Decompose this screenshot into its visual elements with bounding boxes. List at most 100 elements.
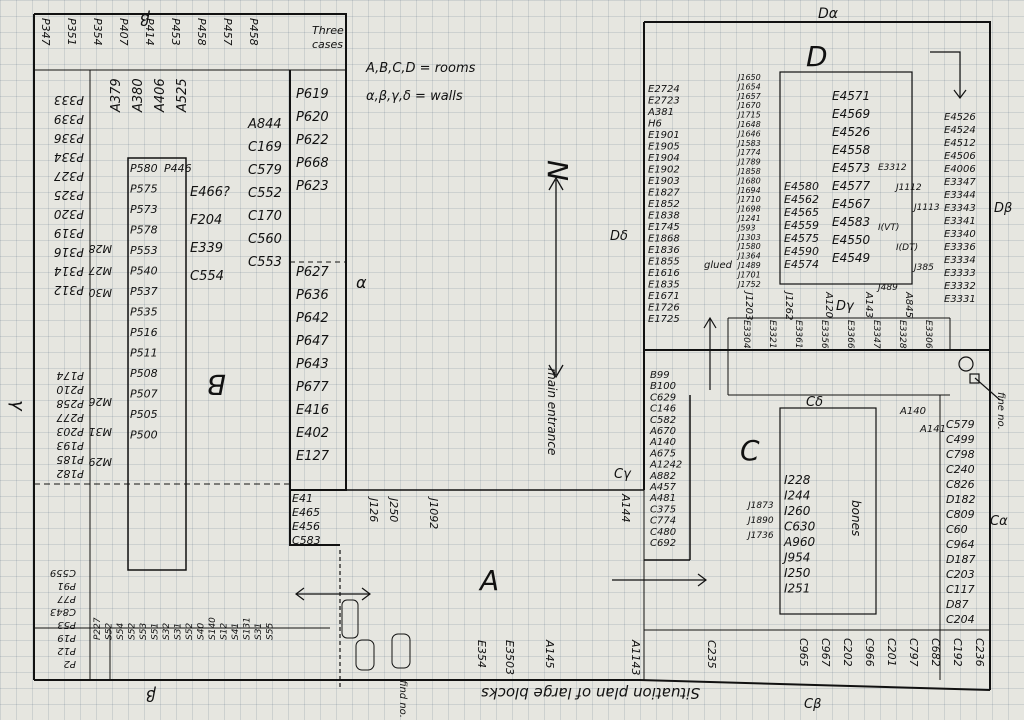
find-label: P2 [64,658,76,669]
find-label: P312 [54,283,84,297]
wall-d-alpha: Dα [818,6,839,22]
plan-title: Situation plan of large blocks [481,684,700,702]
legend-walls: α,β,γ,δ = walls [366,89,463,104]
wall-c-gamma: Cγ [614,467,632,482]
find-label: E4550 [832,233,870,247]
find-label: E4559 [784,219,819,232]
find-label: C203 [946,568,975,581]
find-label: P325 [54,188,84,202]
find-label: C117 [946,583,975,596]
find-label: P516 [130,326,158,339]
find-label: E3503 [503,640,516,675]
find-label: P677 [296,380,329,395]
find-label: E4569 [832,107,870,121]
find-label: E3366 [845,320,855,349]
find-label: E4590 [784,245,819,258]
find-label: P622 [296,133,329,148]
find-label: J1489 [736,261,761,270]
find-label: P636 [296,288,329,303]
stone-sketches [341,599,411,671]
find-label: M27 [89,264,113,277]
find-label: E354 [475,640,488,668]
find-label: C235 [705,640,718,669]
find-label: J1654 [736,82,761,91]
find-label: P578 [130,224,158,237]
find-label: P511 [130,347,158,360]
find-label: P458 [195,18,208,46]
find-label: I(VT) [878,223,899,233]
find-label: E3361 [793,320,803,349]
find-label: E4580 [784,180,819,193]
find-label: E3312 [878,163,907,173]
find-label: S55 [266,623,276,640]
wall-d-beta: Dβ [994,201,1012,216]
find-label: I251 [784,582,810,596]
room-d-label: D [806,40,828,73]
find-label: M28 [89,242,113,255]
wall-beta-bottom: β [146,686,157,705]
bones-note: bones [849,500,863,536]
find-label: J1262 [783,290,794,320]
find-label: P535 [130,306,158,319]
find-label: P182 [56,467,84,480]
find-label: P339 [54,112,84,126]
find-label: P537 [130,285,158,298]
find-label: S131 [243,617,253,640]
find-label: C499 [946,433,975,446]
find-label: P336 [53,131,84,145]
find-label: P258 [56,397,84,410]
find-label: I(DT) [896,243,918,253]
find-label: S52 [105,623,115,640]
find-label: J1241 [736,214,761,223]
find-no-note: fine no. [995,392,1006,430]
find-label: A406 [153,78,168,113]
legend-rooms: A,B,C,D = rooms [365,61,476,76]
find-label: P319 [54,226,84,240]
find-label: J1646 [736,129,761,138]
find-label: F204 [190,213,222,228]
find-label: S31 [254,623,264,640]
find-label: C629 [650,392,676,403]
direction-arrows [295,51,1001,690]
find-label: E3306 [923,320,933,349]
find-label: E4549 [832,251,870,265]
find-label: C682 [929,638,942,667]
find-label: E4565 [784,206,819,219]
find-label: C967 [819,638,832,667]
find-label: E3356 [819,320,829,349]
find-label: P643 [296,357,329,372]
find-label: C560 [248,232,282,247]
find-label: H6 [648,119,662,130]
find-label: J1112 [894,183,922,193]
wall-c-beta: Cβ [804,697,821,712]
find-label: E1868 [648,234,680,245]
find-label: E466? [190,185,230,200]
find-no-note-bottom: find no. [397,680,408,718]
find-label: E1616 [648,268,680,279]
find-label: D187 [946,553,975,566]
find-label: E4573 [832,161,870,175]
find-label: C554 [190,269,224,284]
find-label: A120 [823,291,834,318]
find-label: I250 [784,566,811,580]
find-label: C797 [907,638,920,667]
find-label: J1890 [746,516,774,526]
find-label: I260 [784,504,811,518]
find-label: C202 [841,638,854,667]
find-label: S52 [185,623,195,640]
find-label: P77 [57,593,76,604]
find-label: E1836 [648,245,680,256]
find-label: E4562 [784,193,819,206]
find-label: P458 [247,18,260,46]
find-label: E1855 [648,257,680,268]
find-label: E339 [190,241,223,256]
find-label: P203 [56,425,84,438]
find-label: P508 [130,367,158,380]
find-label: S32 [162,623,172,640]
find-label: S41 [231,623,241,640]
find-label: E4526 [832,125,870,139]
room-b-label: B [207,368,226,401]
find-label: E4506 [944,151,976,162]
find-label: P627 [296,265,329,280]
find-label: M31 [89,425,113,438]
